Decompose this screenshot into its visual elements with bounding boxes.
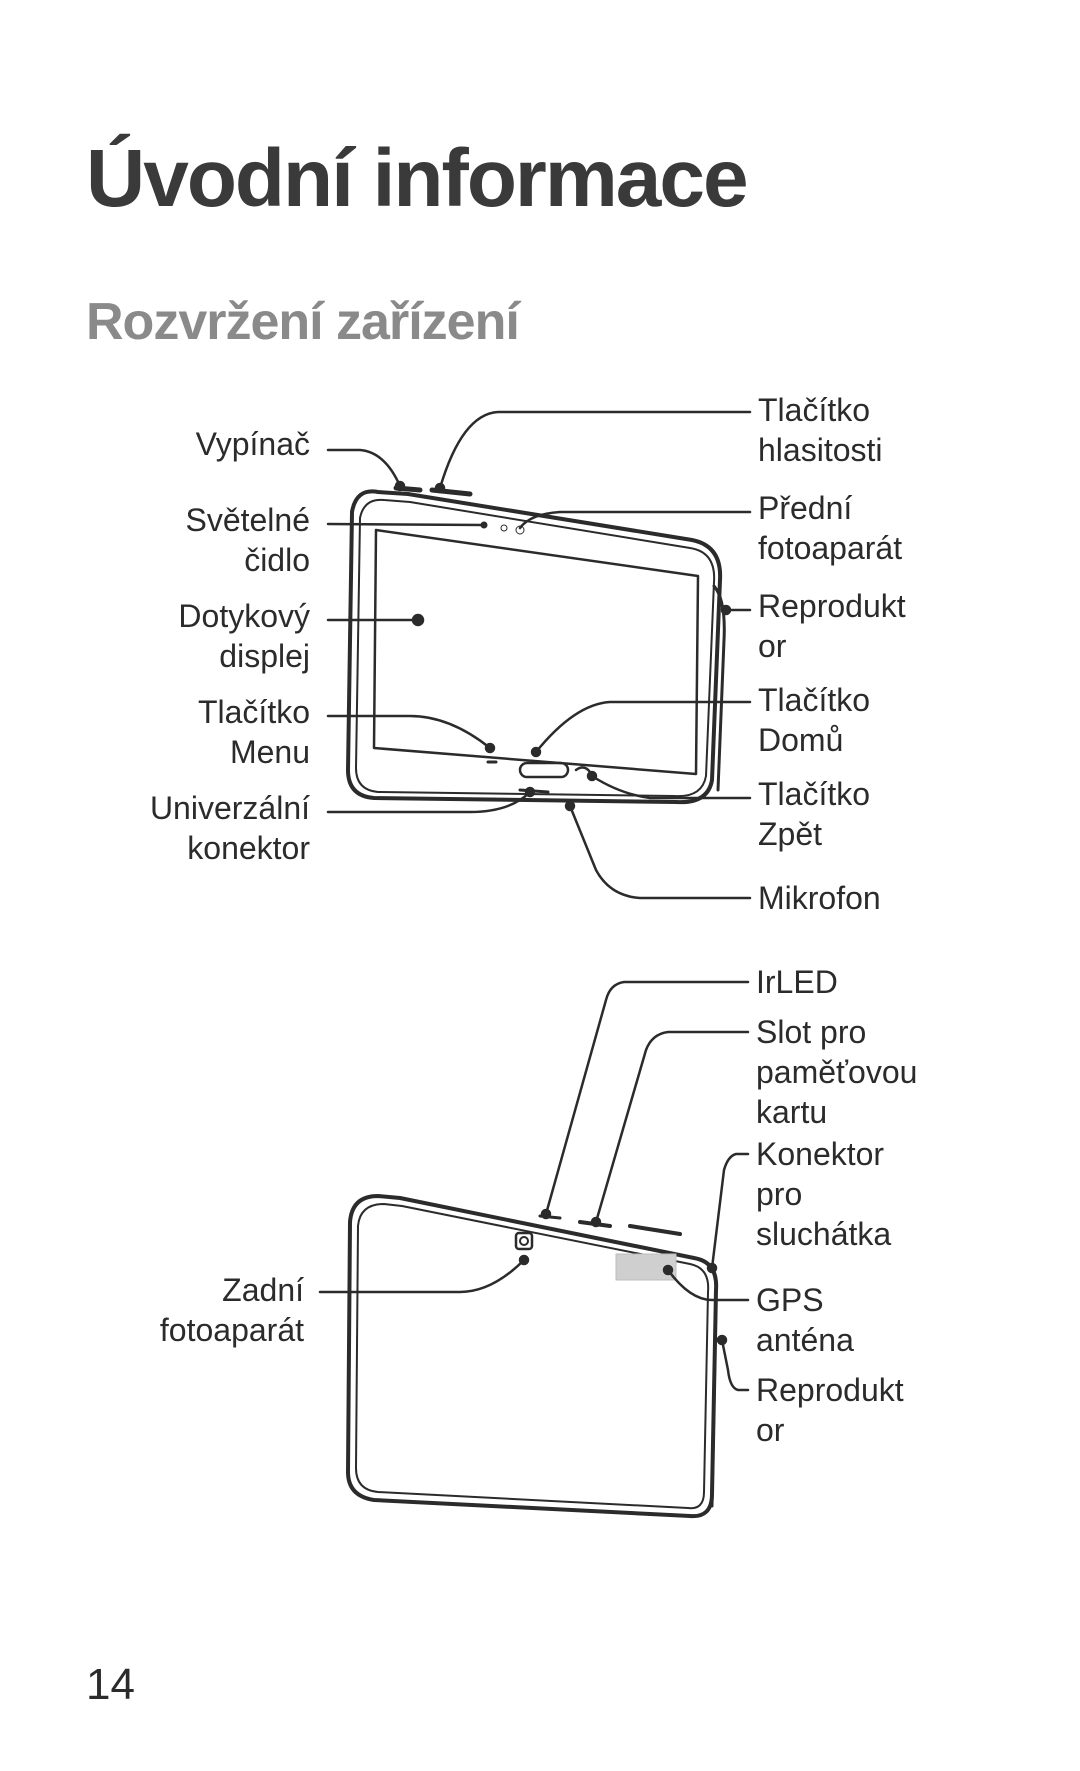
label-power-button: Vypínač	[195, 426, 310, 462]
label-speaker-front: Reprodukt or	[758, 588, 906, 664]
label-menu-button: Tlačítko Menu	[197, 694, 310, 770]
label-touch-screen: Dotykový displej	[178, 598, 310, 674]
page-title: Úvodní informace	[86, 133, 749, 224]
label-home-button: Tlačítko Domů	[758, 682, 871, 758]
leader-lines-front	[326, 410, 752, 900]
label-back-button: Tlačítko Zpět	[758, 776, 871, 852]
label-gps-antenna: GPS anténa	[756, 1282, 854, 1358]
label-multipurpose-jack: Univerzální konektor	[149, 790, 310, 866]
tablet-back-illustration	[346, 1194, 719, 1519]
label-light-sensor: Světelné čidlo	[185, 502, 310, 578]
label-volume-button: Tlačítko hlasitosti	[758, 392, 883, 468]
label-memory-card-slot: Slot pro paměťovou kartu	[756, 1014, 918, 1130]
label-rear-camera: Zadní fotoaparát	[159, 1272, 304, 1348]
leader-lines-back	[318, 980, 750, 1392]
page-number: 14	[86, 1660, 135, 1709]
label-headset-jack: Konektor pro sluchátka	[756, 1136, 892, 1252]
label-microphone: Mikrofon	[758, 880, 881, 916]
label-front-camera: Přední fotoaparát	[758, 490, 903, 566]
label-speaker-back: Reprodukt or	[756, 1372, 904, 1448]
label-irled: IrLED	[756, 964, 838, 1000]
section-title: Rozvržení zařízení	[86, 293, 520, 351]
